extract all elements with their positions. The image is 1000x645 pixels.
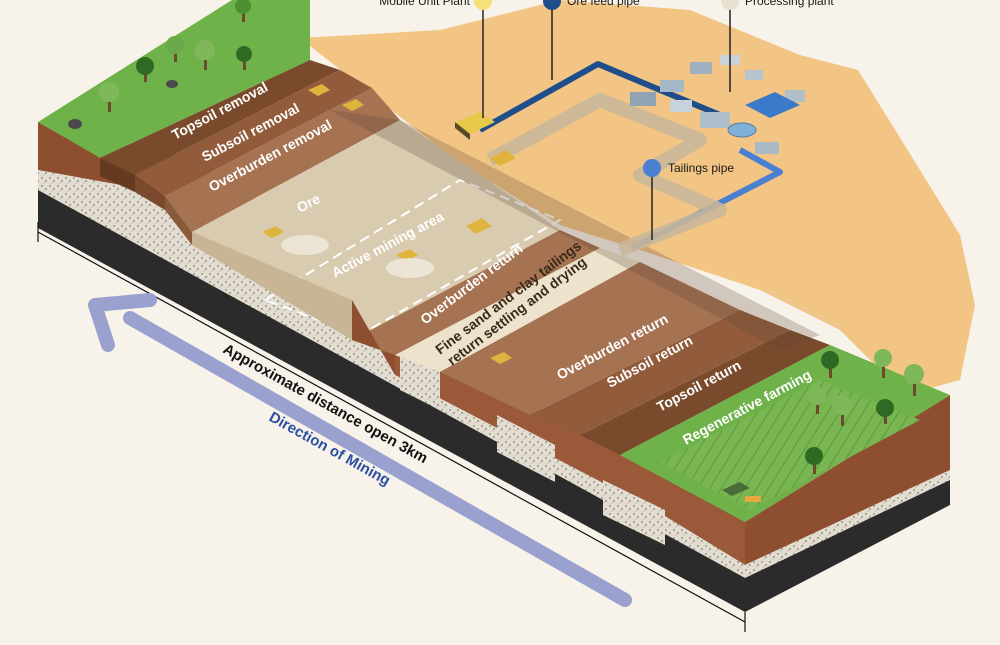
subsoil-removal-side (135, 175, 165, 210)
block-right-face (745, 395, 950, 565)
topsoil-removal-band (100, 60, 340, 175)
subsoil-return-band (530, 310, 790, 435)
pit-wall (192, 232, 352, 340)
tree-icon (236, 46, 252, 70)
sand-area (300, 0, 975, 395)
processing-plant (630, 55, 805, 154)
building-icon (785, 90, 805, 102)
tree-icon (876, 399, 894, 424)
bulldozer-icon (396, 249, 418, 261)
mobile-plant-icon (455, 112, 495, 134)
tree-icon (136, 57, 154, 82)
processing-label: Processing plant (745, 0, 834, 8)
ore-feed-label: Ore feed pipe (567, 0, 640, 8)
bulldozer-icon (490, 352, 512, 364)
building-icon (745, 70, 763, 80)
overburden-removal-band (165, 88, 400, 232)
dump-truck-icon (466, 218, 492, 234)
rock-icon (166, 80, 178, 88)
tree-icon (808, 387, 826, 414)
gravel-window (400, 352, 440, 410)
building-icon (630, 92, 656, 106)
rock-icon (68, 119, 82, 129)
tree-icon (195, 40, 215, 70)
building-icon (670, 100, 692, 112)
hay-bale-icon (745, 496, 761, 502)
direction-arrow-shaft (123, 311, 632, 607)
tree-icon (821, 351, 839, 378)
building-icon (690, 62, 712, 74)
right-gravel-face (745, 470, 950, 580)
right-bedrock-face (745, 480, 950, 612)
farming-field (660, 380, 920, 510)
front-bedrock-face (38, 190, 745, 612)
pond-icon (745, 92, 800, 118)
building-icon (700, 112, 730, 128)
subsoil-removal-band (135, 70, 372, 196)
front-gravel-face (38, 170, 745, 580)
topsoil-removal-side (100, 158, 135, 192)
mobile-plant-base (455, 122, 470, 140)
overburden-return-side (352, 300, 395, 375)
tree-icon (832, 395, 852, 426)
thickener-icon (727, 122, 757, 138)
tailings-band (395, 248, 640, 372)
ore-mound (386, 258, 434, 278)
overburden-removal-side (165, 196, 192, 245)
equipment (262, 84, 761, 502)
step-front-face (38, 122, 100, 176)
gravel-window (497, 415, 555, 482)
tree-icon (166, 36, 184, 62)
mobile-plant-dot (474, 0, 492, 10)
dump-truck-icon (490, 150, 516, 166)
building-icon (660, 80, 684, 92)
overburden-return-band (352, 230, 600, 355)
mobile-unit-plant (455, 112, 495, 140)
harvester-icon (722, 482, 750, 496)
tree-icon (235, 0, 251, 22)
topsoil-return-band (580, 330, 830, 455)
bulldozer-icon (308, 84, 330, 96)
tree-icon (99, 82, 119, 112)
tailings-label: Tailings pipe (668, 161, 734, 175)
processing-dot (721, 0, 739, 10)
tree-icon (904, 364, 924, 396)
tree-icon (874, 349, 892, 378)
direction-arrow-head (88, 293, 157, 352)
ore-feed-pipe (478, 61, 722, 133)
building-icon (755, 142, 779, 154)
tailings-dot (643, 159, 661, 177)
haul-road (486, 93, 727, 257)
bulldozer-icon (342, 99, 364, 111)
trees (68, 0, 924, 474)
ore-feed-dot (543, 0, 561, 10)
overburden-return-band-2 (440, 262, 740, 415)
mobile-plant-label: Mobile Unit Plant (379, 0, 470, 8)
bulldozer-icon (262, 226, 284, 238)
tree-icon (805, 447, 823, 474)
pit-shadow-overlay (330, 110, 820, 350)
gravel-window (603, 480, 665, 545)
ore-mound (281, 235, 329, 255)
grass-area (38, 0, 310, 158)
